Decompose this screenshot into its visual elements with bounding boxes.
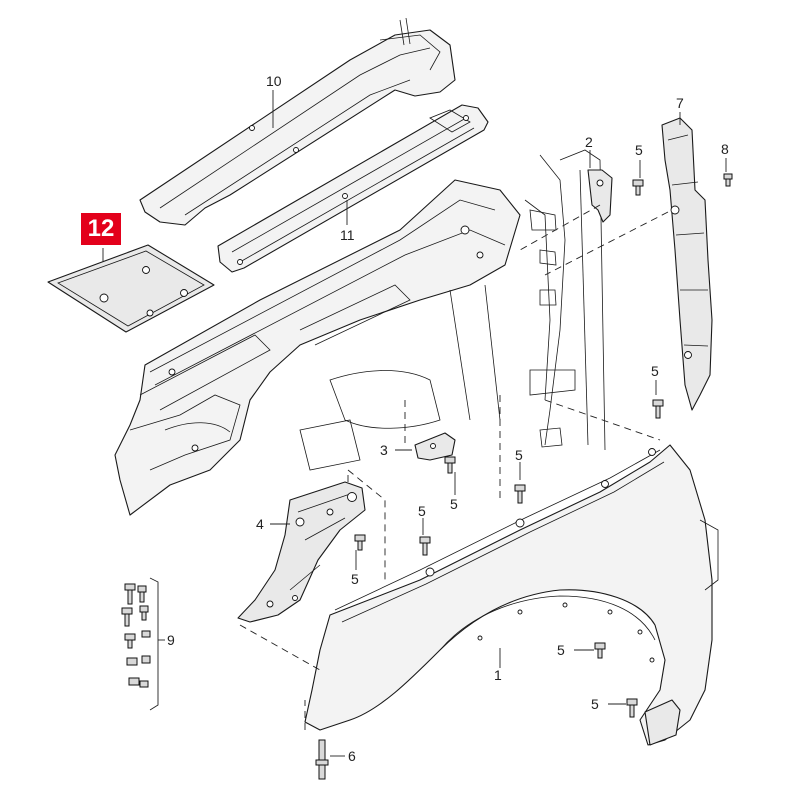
callout-4: 4 [256,516,264,532]
callout-1: 1 [494,667,502,683]
callout-11: 11 [340,227,355,243]
screw-icon[interactable] [652,399,664,419]
callout-5: 5 [635,142,643,158]
callout-leaders [102,90,727,757]
screw-icon[interactable] [419,536,431,556]
callout-9: 9 [167,632,175,648]
assembly-guide-lines [239,204,669,730]
callout-8: 8 [721,141,729,157]
part-3-bracket[interactable] [414,432,456,461]
callout-5: 5 [515,447,523,463]
callout-7: 7 [676,95,684,111]
callout-2: 2 [585,134,593,150]
screw-icon[interactable] [354,534,366,551]
screw-icon[interactable] [626,698,638,718]
part-2-bracket[interactable] [587,169,613,223]
callout-10: 10 [266,73,282,89]
screw-icon[interactable] [723,173,733,187]
highlight-badge-12[interactable]: 12 [81,213,121,245]
callout-5: 5 [418,503,426,519]
part-12-panel[interactable] [47,244,215,333]
part-11-trim-strip[interactable] [217,104,489,273]
screw-icon[interactable] [594,642,606,659]
part-10-cover-panel[interactable] [139,17,456,226]
part-4-mount-bracket[interactable] [237,481,366,623]
part-7-seal-strip[interactable] [661,117,713,411]
screw-icon[interactable] [444,456,456,474]
callout-5: 5 [557,642,565,658]
inner-wheelhouse-structure [114,179,521,516]
callout-3: 3 [380,442,388,458]
callout-5: 5 [351,571,359,587]
screw-icon[interactable] [514,484,526,504]
callout-5: 5 [450,496,458,512]
screw-group [315,173,733,780]
part-1-fender[interactable] [304,444,719,746]
a-pillar-frame [524,149,606,451]
screw-icon[interactable] [632,179,644,196]
part-9-fastener-set[interactable] [121,577,159,711]
callout-6: 6 [348,748,356,764]
callout-labels: 10 11 2 5 7 8 5 3 5 5 5 4 5 1 5 5 6 9 [167,73,729,764]
callout-5: 5 [651,363,659,379]
stud-bolt-icon[interactable] [315,739,329,780]
callout-5: 5 [591,696,599,712]
